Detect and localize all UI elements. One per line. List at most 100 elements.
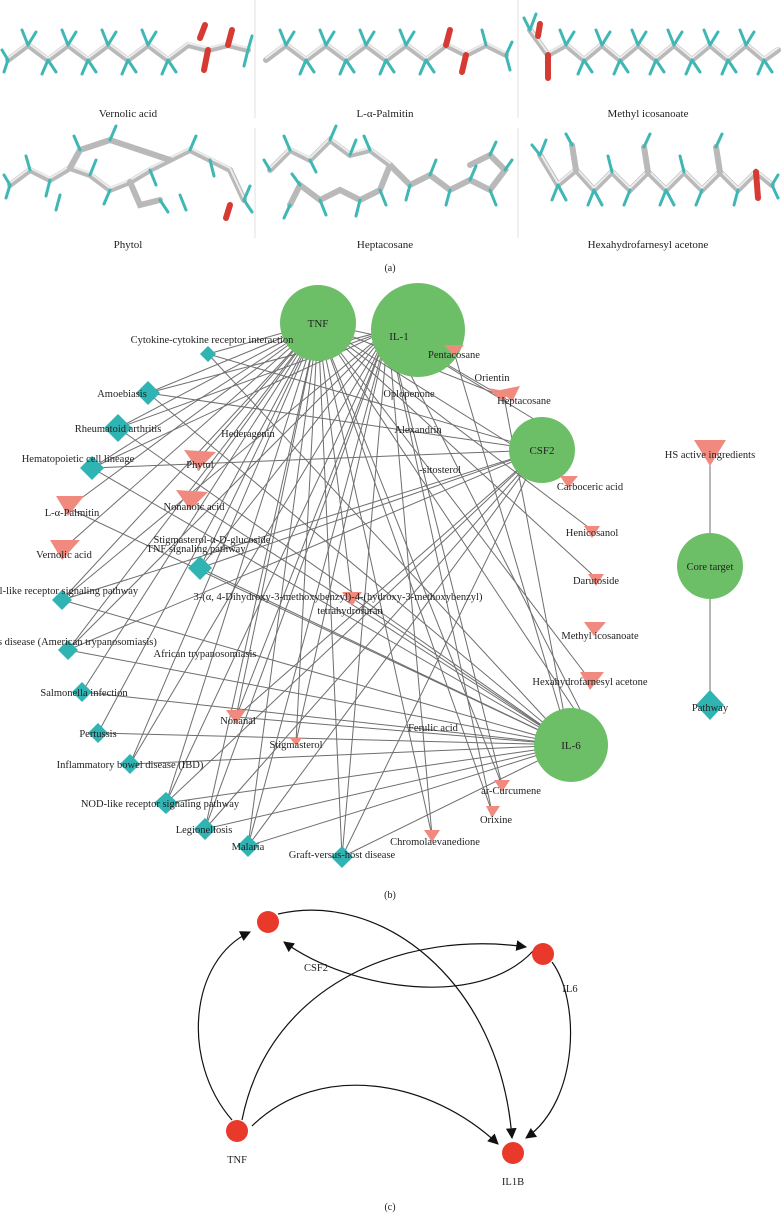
ingredient-marker[interactable] xyxy=(342,592,362,606)
ingredient-label: Hederagenin xyxy=(221,429,275,440)
ingredient-marker[interactable] xyxy=(290,738,302,746)
pathway-label: Amoebiasis xyxy=(97,389,147,400)
ingredient-label: tetrahydrofuran xyxy=(317,606,383,617)
molecule-label: Methyl icosanoate xyxy=(608,108,689,120)
pathway-label: Inflammatory bowel disease (IBD) xyxy=(57,760,204,771)
ingredient-marker[interactable] xyxy=(580,672,604,690)
pathway-label: Chagas disease (American trypanosomiasis… xyxy=(0,637,157,648)
panel-b: TNF IL-1 CSF2 IL-6 xyxy=(0,283,755,901)
ingredient-label: Chromolaevanedione xyxy=(390,837,480,848)
pathway-label: TNF signaling pathway xyxy=(146,544,246,555)
ppi-label: CSF2 xyxy=(304,963,328,974)
pathway-label: NOD-like receptor signaling pathway xyxy=(81,799,240,810)
pathway-marker[interactable] xyxy=(194,818,216,840)
ingredient-labels: Pentacosane Orientin Heptacosane Oplopen… xyxy=(36,350,648,848)
ingredient-label: L-α-Palmitin xyxy=(45,508,100,519)
molecule-l-alpha-palmitin xyxy=(263,27,514,76)
legend-target-node xyxy=(677,533,743,599)
ingredient-marker[interactable] xyxy=(584,526,600,538)
molecule-phytol xyxy=(2,124,254,221)
legend-pathway-label: Pathway xyxy=(692,703,729,714)
ingredient-label: 3-(α, 4-Dihydroxy-3-methoxybenzyl)-4-(hy… xyxy=(194,592,483,603)
ingredient-marker[interactable] xyxy=(560,476,578,488)
ingredient-marker[interactable] xyxy=(50,540,80,560)
network-edges xyxy=(61,322,711,858)
pathway-marker[interactable] xyxy=(72,682,92,702)
pathway-marker[interactable] xyxy=(188,556,212,580)
panel-c: CSF2 IL6 TNF IL1B (c) xyxy=(197,909,578,1213)
pathway-marker[interactable] xyxy=(58,640,78,660)
ingredient-label: Heptacosane xyxy=(497,396,551,407)
ingredient-marker[interactable] xyxy=(226,710,246,724)
target-node-tnf[interactable] xyxy=(280,285,356,361)
ingredient-marker[interactable] xyxy=(424,830,440,842)
edge-tnf-il6 xyxy=(241,940,528,1121)
pathway-marker[interactable] xyxy=(331,846,353,868)
legend-ingredient-label: HS active ingredients xyxy=(665,450,755,461)
ingredient-label: Nonanoic acid xyxy=(164,502,226,513)
molecule-methyl-icosanoate xyxy=(522,12,781,81)
molecule-label: L-α-Palmitin xyxy=(356,108,414,120)
ppi-node-tnf[interactable] xyxy=(226,1120,248,1142)
pathway-label: Cytokine-cytokine receptor interaction xyxy=(131,335,294,346)
ingredient-marker[interactable] xyxy=(176,490,208,510)
panel-a-caption: (a) xyxy=(384,263,395,274)
pathway-marker[interactable] xyxy=(104,414,132,442)
ppi-label: IL6 xyxy=(562,984,577,995)
pathway-label: Salmonella infection xyxy=(40,688,128,699)
pathway-label: Malaria xyxy=(232,842,265,853)
ingredient-label: Ferulic acid xyxy=(408,723,459,734)
pathway-marker[interactable] xyxy=(120,754,140,774)
pathway-marker[interactable] xyxy=(237,835,259,857)
ingredient-label: Carboceric acid xyxy=(557,482,624,493)
ingredient-marker[interactable] xyxy=(584,622,606,636)
pathway-marker[interactable] xyxy=(52,590,72,610)
edge-tnf-csf2 xyxy=(197,931,251,1121)
pathway-marker[interactable] xyxy=(200,346,216,362)
ingredient-label: Hexahydrofarnesyl acetone xyxy=(532,677,647,688)
pathway-marker[interactable] xyxy=(88,723,108,743)
ingredient-label: Methyl icosanoate xyxy=(561,631,639,642)
ingredient-marker[interactable] xyxy=(56,496,84,516)
ingredient-label: Stigmasterol-α-D-glucoside xyxy=(154,535,271,546)
ppi-label: IL1B xyxy=(502,1177,524,1188)
ingredient-marker[interactable] xyxy=(184,450,216,470)
legend-pathway-marker xyxy=(696,690,724,720)
ingredient-label: Darutoside xyxy=(573,576,619,587)
ppi-node-il1b[interactable] xyxy=(502,1142,524,1164)
ingredient-marker[interactable] xyxy=(494,780,510,792)
legend-ingredient-marker xyxy=(694,440,726,466)
molecule-label: Hexahydrofarnesyl acetone xyxy=(588,239,709,251)
target-label: TNF xyxy=(308,318,329,330)
ingredient-label: Nonanal xyxy=(220,716,256,727)
ingredient-label: -sitosterol xyxy=(419,465,461,476)
target-node-csf2[interactable] xyxy=(509,417,575,483)
edge-il6-csf2 xyxy=(283,941,535,988)
ingredient-marker[interactable] xyxy=(444,345,464,356)
pathway-label: Toll-like receptor signaling pathway xyxy=(0,586,139,597)
pathway-label: Pertussis xyxy=(79,729,116,740)
target-node-il-6[interactable] xyxy=(534,708,608,782)
ingredient-label: Stigmasterol xyxy=(269,740,322,751)
edge-il6-il1b xyxy=(525,961,572,1139)
ppi-node-il6[interactable] xyxy=(532,943,554,965)
ingredient-markers xyxy=(50,345,726,842)
ingredient-marker[interactable] xyxy=(588,574,604,586)
pathway-marker[interactable] xyxy=(154,792,178,814)
ingredient-label: Pentacosane xyxy=(428,350,480,361)
ingredient-marker[interactable] xyxy=(486,806,500,818)
molecule-heptacosane xyxy=(262,124,514,220)
ppi-node-csf2[interactable] xyxy=(257,911,279,933)
ingredient-label: Alexandrin xyxy=(394,425,442,436)
ingredient-label: ar-Curcumene xyxy=(481,786,541,797)
pathway-markers xyxy=(52,346,724,868)
ingredient-label: Vernolic acid xyxy=(36,550,92,561)
molecule-hexahydrofarnesyl-acetone xyxy=(530,132,780,207)
ingredient-marker[interactable] xyxy=(500,386,520,402)
pathway-label: Rheumatoid arthritis xyxy=(75,424,162,435)
pathway-marker[interactable] xyxy=(80,456,104,480)
molecule-vernolic-acid xyxy=(0,22,254,76)
target-node-il-1[interactable] xyxy=(371,283,465,377)
pathway-marker[interactable] xyxy=(136,381,160,405)
